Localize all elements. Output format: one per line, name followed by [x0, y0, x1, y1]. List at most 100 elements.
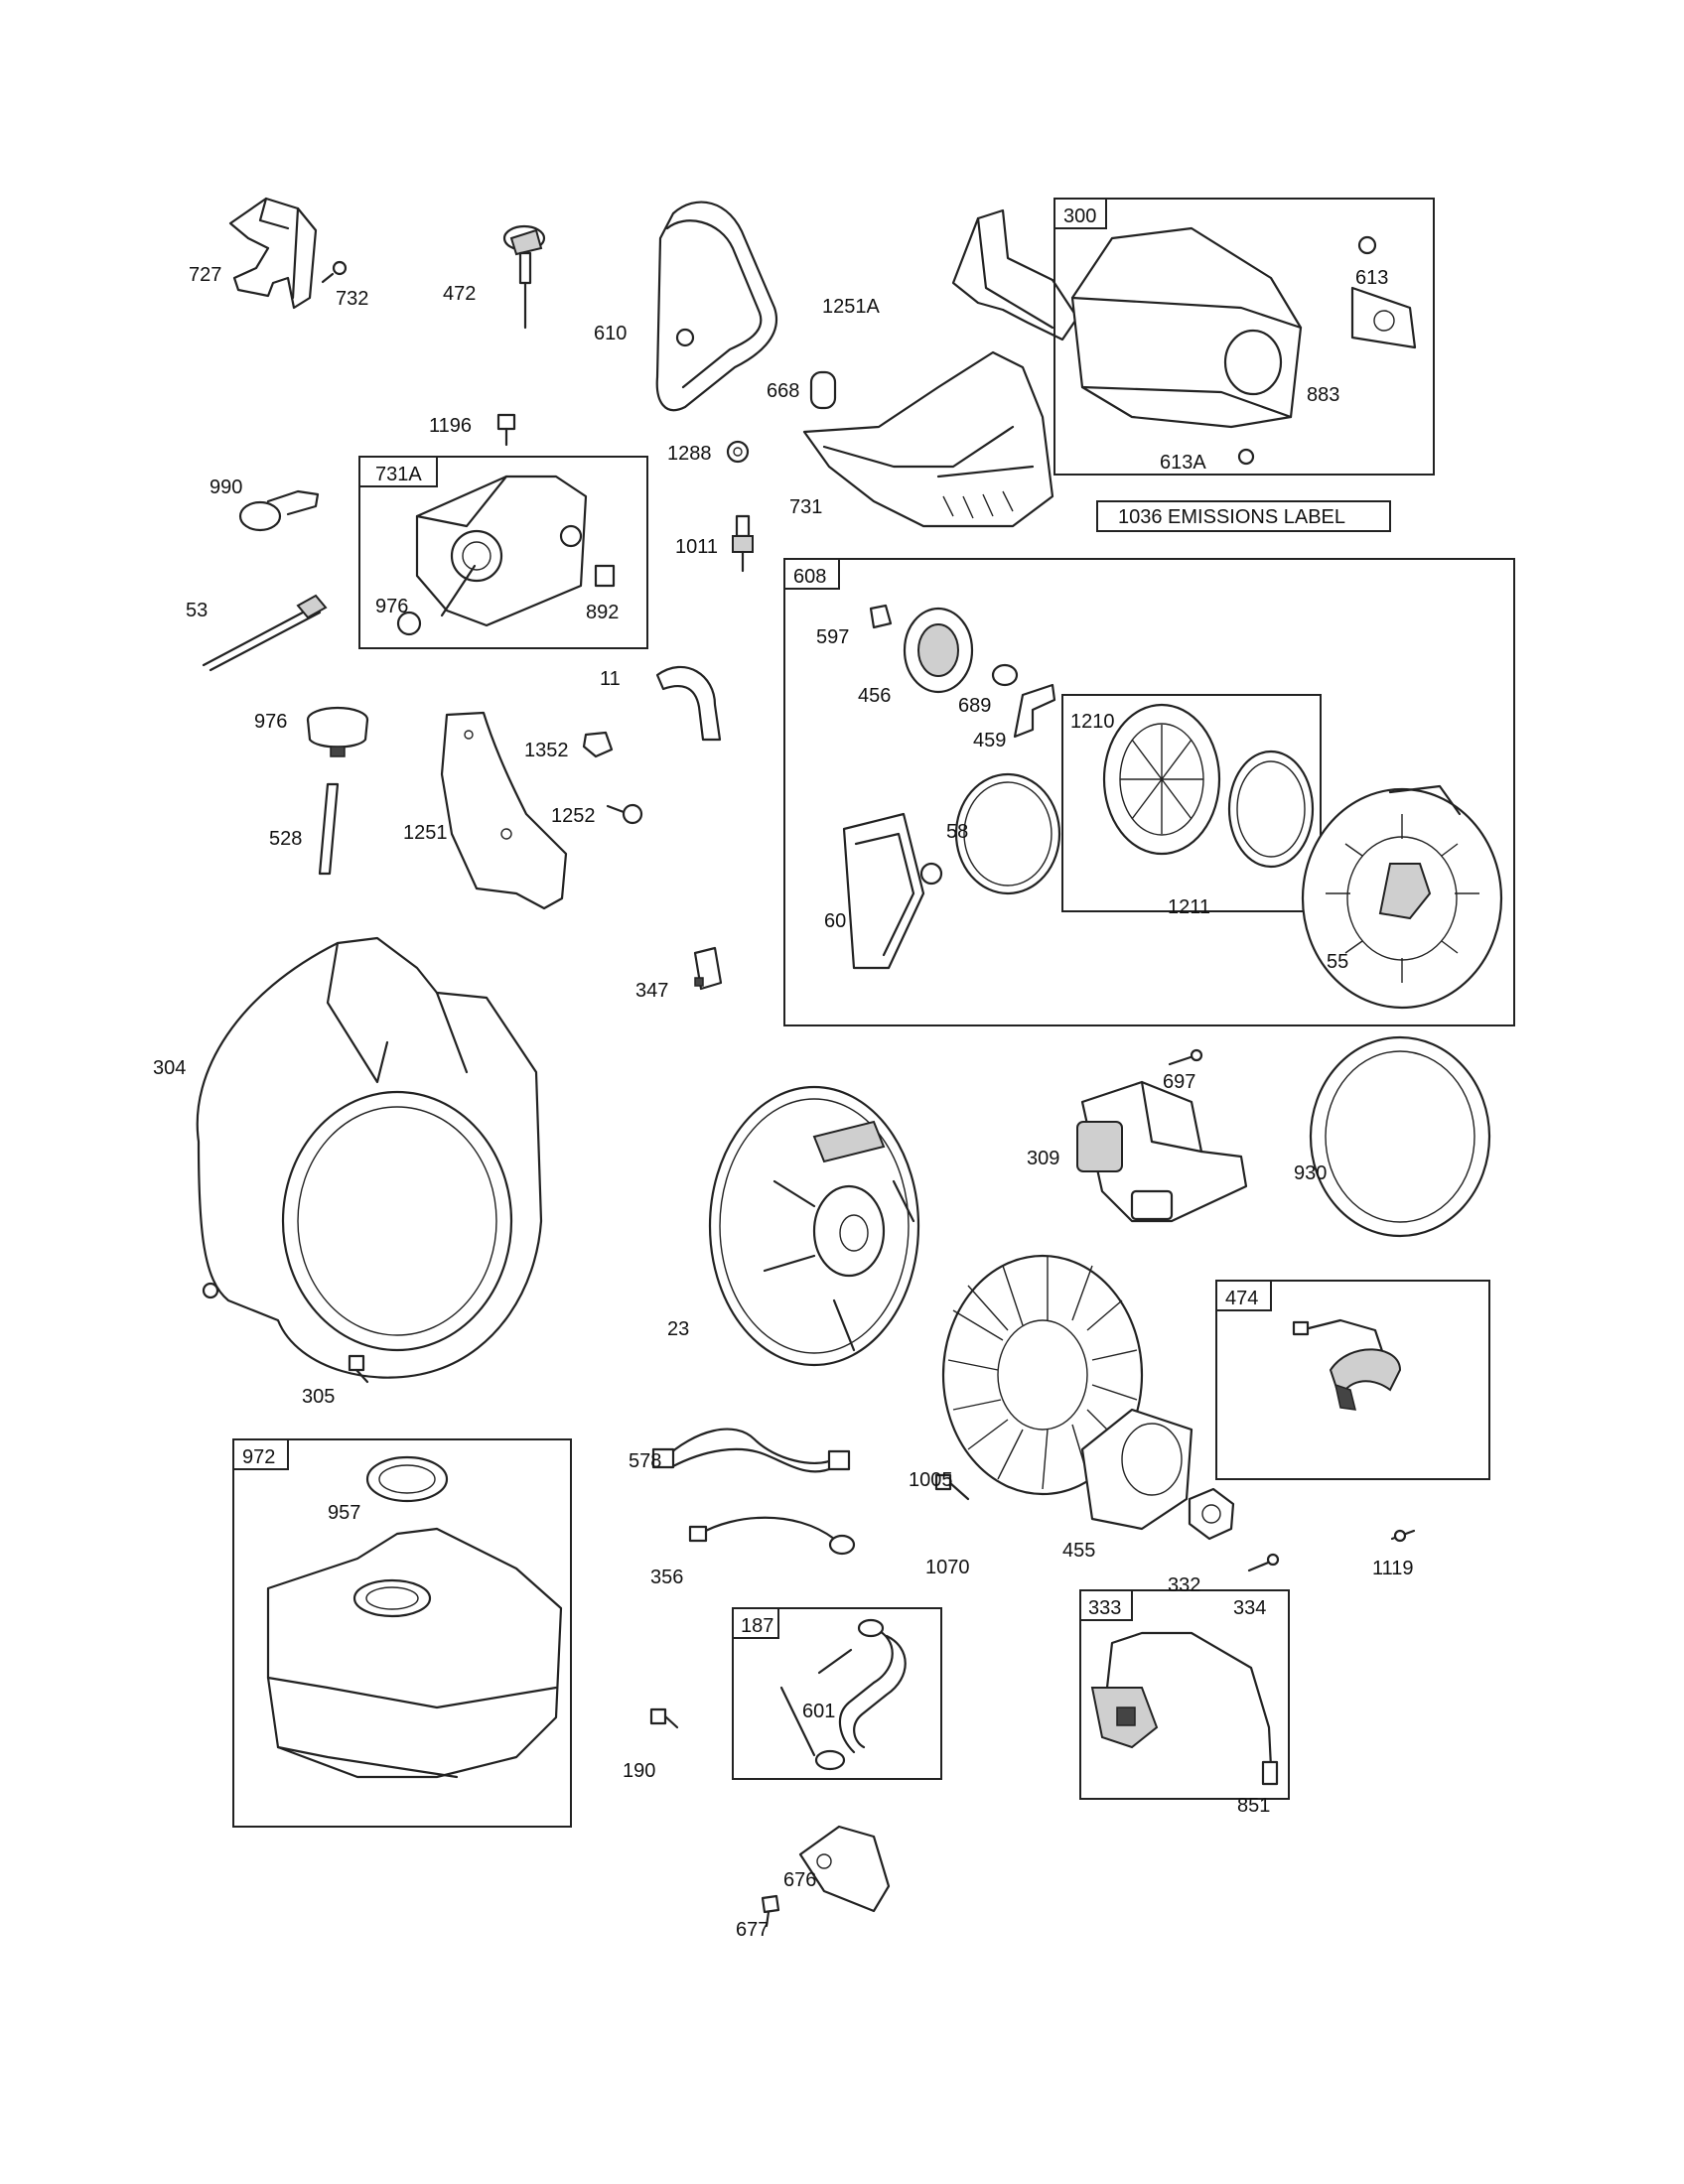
label-528: 528 [269, 828, 302, 850]
label-1252: 1252 [551, 805, 596, 827]
label-689: 689 [958, 695, 991, 717]
label-883: 883 [1307, 384, 1339, 406]
label-957: 957 [328, 1502, 360, 1524]
part-597-pin [869, 604, 893, 629]
part-1196-screw [496, 413, 516, 447]
box-label-474: 474 [1225, 1288, 1258, 1309]
part-1352-cap [582, 731, 614, 758]
label-930: 930 [1294, 1162, 1327, 1184]
label-1119: 1119 [1372, 1558, 1414, 1579]
label-304: 304 [153, 1057, 186, 1079]
box-608 [783, 558, 1515, 1026]
box-label-187: 187 [741, 1615, 773, 1637]
label-305: 305 [302, 1386, 335, 1408]
label-1288: 1288 [667, 443, 712, 465]
part-472-dipstick [502, 224, 546, 330]
label-851: 851 [1237, 1795, 1270, 1817]
box-label-333: 333 [1088, 1597, 1121, 1619]
part-677-screw [761, 1894, 780, 1928]
label-58: 58 [946, 821, 968, 843]
label-1211: 1211 [1168, 896, 1210, 918]
part-455-cup [1080, 1408, 1193, 1531]
label-892: 892 [586, 602, 619, 623]
part-53-stud [202, 594, 328, 672]
label-1070: 1070 [925, 1557, 970, 1578]
box-label-1210: 1210 [1070, 711, 1115, 733]
box-187 [732, 1607, 942, 1780]
part-456-pawl [903, 607, 974, 694]
label-459: 459 [973, 730, 1006, 751]
part-732-screw [321, 260, 348, 284]
part-58-spring [954, 772, 1061, 895]
label-1196: 1196 [429, 415, 472, 437]
part-676-cover [798, 1825, 891, 1913]
part-697-screw [1168, 1048, 1203, 1066]
part-528-tube [318, 782, 340, 876]
part-610-shield [655, 201, 777, 412]
box-474 [1215, 1280, 1490, 1480]
part-1011-spark-plug [732, 514, 754, 573]
label-610: 610 [594, 323, 627, 344]
part-668-spacer [809, 370, 837, 410]
label-55: 55 [1327, 951, 1348, 973]
part-1251A-shield [951, 208, 1079, 341]
part-1119-screw [1390, 1529, 1416, 1543]
label-1011: 1011 [675, 536, 718, 558]
part-578-wire [651, 1428, 851, 1473]
label-976b: 976 [254, 711, 287, 733]
part-1070-bolt [934, 1473, 970, 1501]
box-label-608: 608 [793, 566, 826, 588]
label-578: 578 [629, 1450, 661, 1472]
label-613: 613 [1355, 267, 1388, 289]
emissions-label-text: 1036 EMISSIONS LABEL [1118, 506, 1345, 528]
label-731: 731 [789, 496, 822, 518]
label-1352: 1352 [524, 740, 569, 761]
box-731A [358, 456, 648, 649]
label-456: 456 [858, 685, 891, 707]
label-60: 60 [824, 910, 846, 932]
part-347-switch [693, 946, 723, 991]
part-60-housing [842, 812, 943, 970]
box-333 [1079, 1589, 1290, 1800]
box-300 [1053, 198, 1435, 476]
label-597: 597 [816, 626, 849, 648]
part-1251-plate [440, 711, 568, 910]
label-1251: 1251 [403, 822, 448, 844]
part-976-breather [306, 706, 369, 757]
label-697: 697 [1163, 1071, 1195, 1093]
part-356-wire [688, 1516, 856, 1556]
label-976a: 976 [375, 596, 408, 617]
part-23-flywheel [708, 1085, 920, 1367]
label-1005: 1005 [909, 1469, 953, 1491]
part-332-nut [1188, 1487, 1235, 1541]
part-11-hose [655, 665, 722, 742]
part-334-screw [1247, 1553, 1280, 1572]
label-676: 676 [783, 1869, 816, 1891]
box-label-731A: 731A [375, 464, 422, 485]
label-732: 732 [336, 288, 368, 310]
label-601: 601 [802, 1701, 835, 1722]
label-727: 727 [189, 264, 221, 286]
box-972 [232, 1438, 572, 1828]
label-190: 190 [623, 1760, 655, 1782]
label-347: 347 [635, 980, 668, 1002]
part-459-pawl [1013, 683, 1056, 739]
label-23: 23 [667, 1318, 689, 1340]
label-455: 455 [1062, 1540, 1095, 1562]
box-label-972: 972 [242, 1446, 275, 1468]
label-334: 334 [1233, 1597, 1266, 1619]
part-990-cap [238, 489, 320, 532]
label-53: 53 [186, 600, 208, 621]
box-1210 [1061, 694, 1322, 912]
part-55-cover [1301, 784, 1503, 1010]
label-613A: 613A [1160, 452, 1206, 474]
label-332: 332 [1168, 1574, 1200, 1596]
label-356: 356 [650, 1567, 683, 1588]
part-731-guard [802, 350, 1054, 528]
part-930-screen [1309, 1035, 1491, 1238]
label-990: 990 [210, 477, 242, 498]
part-1252-bolt [606, 803, 643, 825]
part-190-screw [649, 1707, 679, 1729]
part-305-screw [348, 1354, 369, 1384]
